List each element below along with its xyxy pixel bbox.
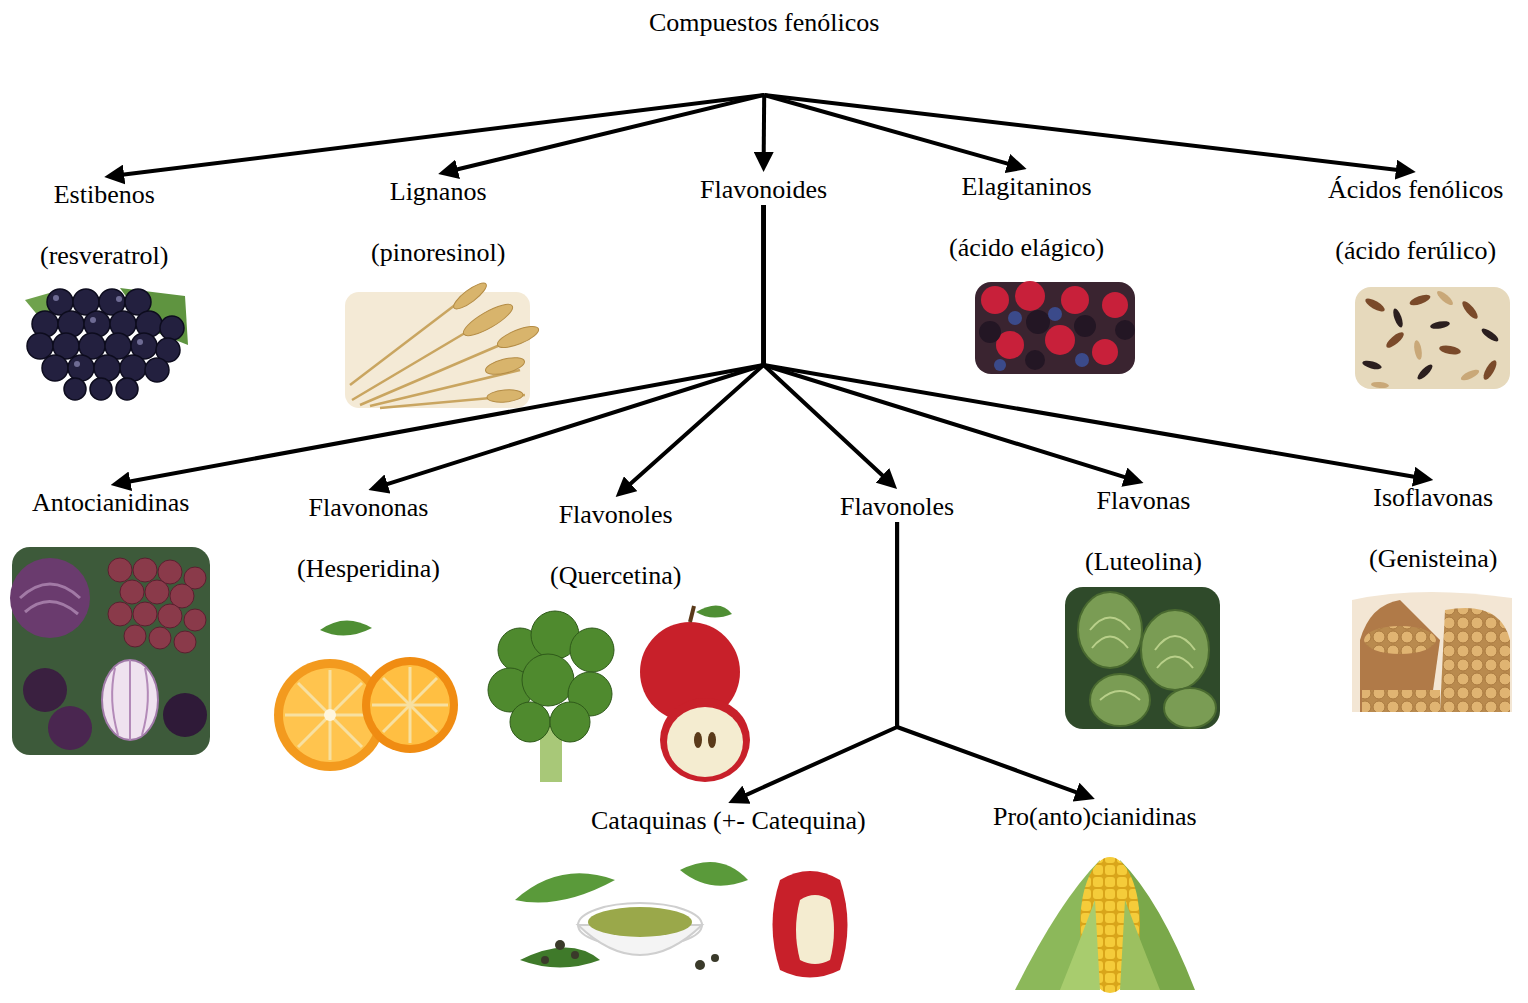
example-compound: (Hesperidina) <box>297 554 440 584</box>
category-name: Elagitaninos <box>949 172 1104 202</box>
category-node: Flavonas (Luteolina) <box>1081 486 1206 577</box>
category-name: Lignanos <box>371 177 505 207</box>
connector-arrow <box>456 95 765 170</box>
category-node: Cataquinas (+- Catequina) <box>587 806 870 836</box>
example-compound: (resveratrol) <box>40 241 168 271</box>
connector-arrow <box>764 95 1009 164</box>
category-node: Flavonoles <box>836 492 958 522</box>
category-name: Antocianidinas <box>32 488 189 518</box>
connector-arrow <box>745 522 897 796</box>
category-node: Ácidos fenólicos (ácido ferúlico) <box>1324 175 1507 266</box>
rice-picture <box>1355 287 1510 389</box>
purple-foods-picture <box>10 547 210 755</box>
berries-picture <box>975 281 1135 374</box>
connector-arrow <box>764 205 1127 478</box>
example-compound: (pinoresinol) <box>371 238 505 268</box>
category-name: Flavonoles <box>840 492 954 522</box>
connector-arrow <box>629 205 764 485</box>
category-name: Compuestos fenólicos <box>649 8 879 38</box>
category-name: Estibenos <box>40 180 168 210</box>
category-node: Pro(anto)cianidinas <box>989 802 1201 832</box>
category-node: Isoflavonas (Genisteina) <box>1365 483 1502 574</box>
category-name: Cataquinas (+- Catequina) <box>591 806 866 836</box>
category-name: Flavonas <box>1085 486 1202 516</box>
connector-arrow <box>897 522 1078 793</box>
green-tea-picture <box>515 862 848 978</box>
category-name: Flavonoides <box>700 175 827 205</box>
category-name: Flavononas <box>297 493 440 523</box>
example-compound: (Quercetina) <box>550 561 681 591</box>
connector-arrow <box>764 205 1416 477</box>
connector-arrow <box>764 205 884 477</box>
example-compound: (ácido ferúlico) <box>1328 236 1503 266</box>
wheat-picture <box>345 279 541 408</box>
category-name: Flavonoles <box>550 500 681 530</box>
grapes-picture <box>25 288 188 400</box>
oranges-picture <box>274 620 458 771</box>
connector-arrow <box>122 95 764 175</box>
connector-arrow <box>764 95 1398 170</box>
category-node: Antocianidinas <box>28 488 193 518</box>
example-compound: (ácido elágico) <box>949 233 1104 263</box>
category-node: Compuestos fenólicos <box>645 8 883 95</box>
broccoli-apple-picture <box>488 605 750 782</box>
category-node: Estibenos (resveratrol) <box>36 180 172 271</box>
corn-picture <box>1015 857 1195 993</box>
connector-arrow <box>128 205 763 482</box>
category-node: Flavonoles (Quercetina) <box>546 500 685 591</box>
category-node: Flavonoides <box>696 175 831 205</box>
category-name: Ácidos fenólicos <box>1328 175 1503 205</box>
soybean-picture <box>1352 592 1512 712</box>
category-node: Lignanos (pinoresinol) <box>367 177 509 268</box>
category-node: Elagitaninos (ácido elágico) <box>945 172 1108 263</box>
category-name: Isoflavonas <box>1369 483 1498 513</box>
category-node: Flavononas (Hesperidina) <box>293 493 444 584</box>
example-compound: (Luteolina) <box>1085 547 1202 577</box>
category-name: Pro(anto)cianidinas <box>993 802 1197 832</box>
artichoke-picture <box>1065 587 1220 729</box>
example-compound: (Genisteina) <box>1369 544 1498 574</box>
connector-arrow <box>762 95 767 154</box>
